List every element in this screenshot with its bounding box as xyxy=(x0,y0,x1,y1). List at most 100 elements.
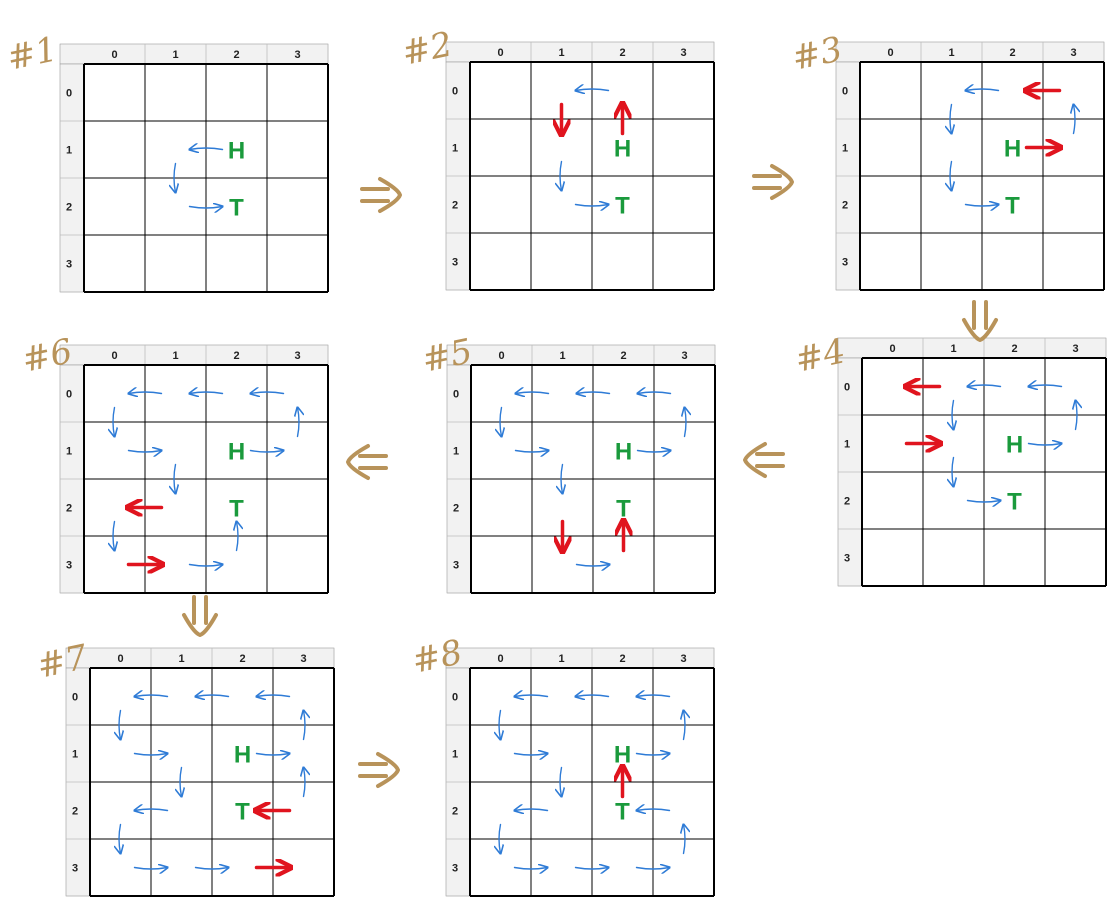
grid xyxy=(60,345,329,594)
row-label: 1 xyxy=(844,439,850,451)
path-arrow xyxy=(174,162,176,193)
row-label: 2 xyxy=(452,200,458,212)
path-arrow xyxy=(950,160,952,191)
path-arrow xyxy=(950,103,952,134)
head-marker: H xyxy=(1006,432,1023,459)
transition-arrow-down xyxy=(962,300,998,342)
column-label: 3 xyxy=(300,653,306,665)
column-label: 3 xyxy=(680,653,686,665)
grid xyxy=(836,42,1105,291)
path-arrow xyxy=(1076,401,1078,431)
column-label: 1 xyxy=(178,653,184,665)
path-arrow xyxy=(499,823,501,854)
column-label: 0 xyxy=(111,49,117,61)
path-arrow xyxy=(237,522,239,552)
tail-marker: T xyxy=(615,799,630,826)
path-arrow xyxy=(127,451,162,453)
row-label: 3 xyxy=(66,560,72,572)
row-label: 3 xyxy=(844,553,850,565)
column-label: 2 xyxy=(233,49,239,61)
path-arrow xyxy=(576,89,610,91)
transition-arrow-right xyxy=(360,177,402,213)
path-arrow xyxy=(135,695,169,697)
head-marker: H xyxy=(234,742,251,769)
grid xyxy=(838,338,1107,587)
head-marker: H xyxy=(1004,136,1021,163)
head-marker: H xyxy=(615,439,632,466)
path-arrow xyxy=(576,695,610,697)
row-label: 2 xyxy=(844,496,850,508)
header-row xyxy=(837,337,1107,359)
row-label: 3 xyxy=(72,863,78,875)
path-arrow xyxy=(190,148,224,150)
column-label: 1 xyxy=(558,47,564,59)
path-arrow xyxy=(952,456,954,487)
header-row xyxy=(445,41,715,63)
row-label: 0 xyxy=(66,389,72,401)
column-label: 0 xyxy=(498,350,504,362)
column-label: 0 xyxy=(497,47,503,59)
path-arrow xyxy=(574,868,609,870)
path-arrow xyxy=(966,89,1000,91)
row-label: 0 xyxy=(453,389,459,401)
path-arrow xyxy=(194,868,229,870)
row-label: 1 xyxy=(452,143,458,155)
column-label: 1 xyxy=(172,49,178,61)
header-row xyxy=(59,43,329,65)
row-label: 0 xyxy=(72,692,78,704)
column-label: 0 xyxy=(111,350,117,362)
path-arrow xyxy=(560,766,562,797)
tail-marker: T xyxy=(1007,489,1022,516)
path-arrow xyxy=(637,695,671,697)
path-arrow xyxy=(304,768,306,798)
row-label: 0 xyxy=(452,692,458,704)
row-label: 3 xyxy=(452,863,458,875)
transition-arrow-right xyxy=(358,752,400,788)
path-arrow xyxy=(638,392,672,394)
path-arrow xyxy=(516,392,550,394)
row-label: 0 xyxy=(842,86,848,98)
header-row xyxy=(445,647,715,669)
column-label: 3 xyxy=(1070,47,1076,59)
path-arrow xyxy=(513,754,548,756)
column-label: 3 xyxy=(680,47,686,59)
column-label: 0 xyxy=(887,47,893,59)
tail-marker: T xyxy=(235,799,250,826)
row-label: 2 xyxy=(72,806,78,818)
header-row xyxy=(65,647,335,669)
path-arrow xyxy=(968,385,1002,387)
header-row xyxy=(835,41,1105,63)
head-marker: H xyxy=(228,439,245,466)
path-arrow xyxy=(515,695,549,697)
path-arrow xyxy=(196,695,230,697)
row-label: 1 xyxy=(452,749,458,761)
row-label: 0 xyxy=(66,88,72,100)
path-arrow xyxy=(637,809,671,811)
column-label: 2 xyxy=(620,350,626,362)
column-label: 2 xyxy=(1009,47,1015,59)
path-arrow xyxy=(574,205,609,207)
transition-arrow-left xyxy=(743,442,785,478)
path-arrow xyxy=(1027,444,1062,446)
path-arrow xyxy=(257,695,291,697)
row-label: 3 xyxy=(453,560,459,572)
path-arrow xyxy=(514,451,549,453)
path-arrow xyxy=(952,399,954,430)
row-label: 1 xyxy=(66,145,72,157)
path-arrow xyxy=(251,392,285,394)
transition-arrow-right xyxy=(752,164,794,200)
path-arrow xyxy=(113,406,115,437)
row-label: 2 xyxy=(452,806,458,818)
row-label: 2 xyxy=(66,202,72,214)
tail-marker: T xyxy=(229,496,244,523)
path-arrow xyxy=(135,809,169,811)
path-arrow xyxy=(188,207,223,209)
grid xyxy=(446,42,715,291)
column-label: 1 xyxy=(559,350,565,362)
column-label: 3 xyxy=(294,49,300,61)
column-label: 2 xyxy=(1011,343,1017,355)
column-label: 2 xyxy=(239,653,245,665)
path-arrow xyxy=(119,709,121,740)
